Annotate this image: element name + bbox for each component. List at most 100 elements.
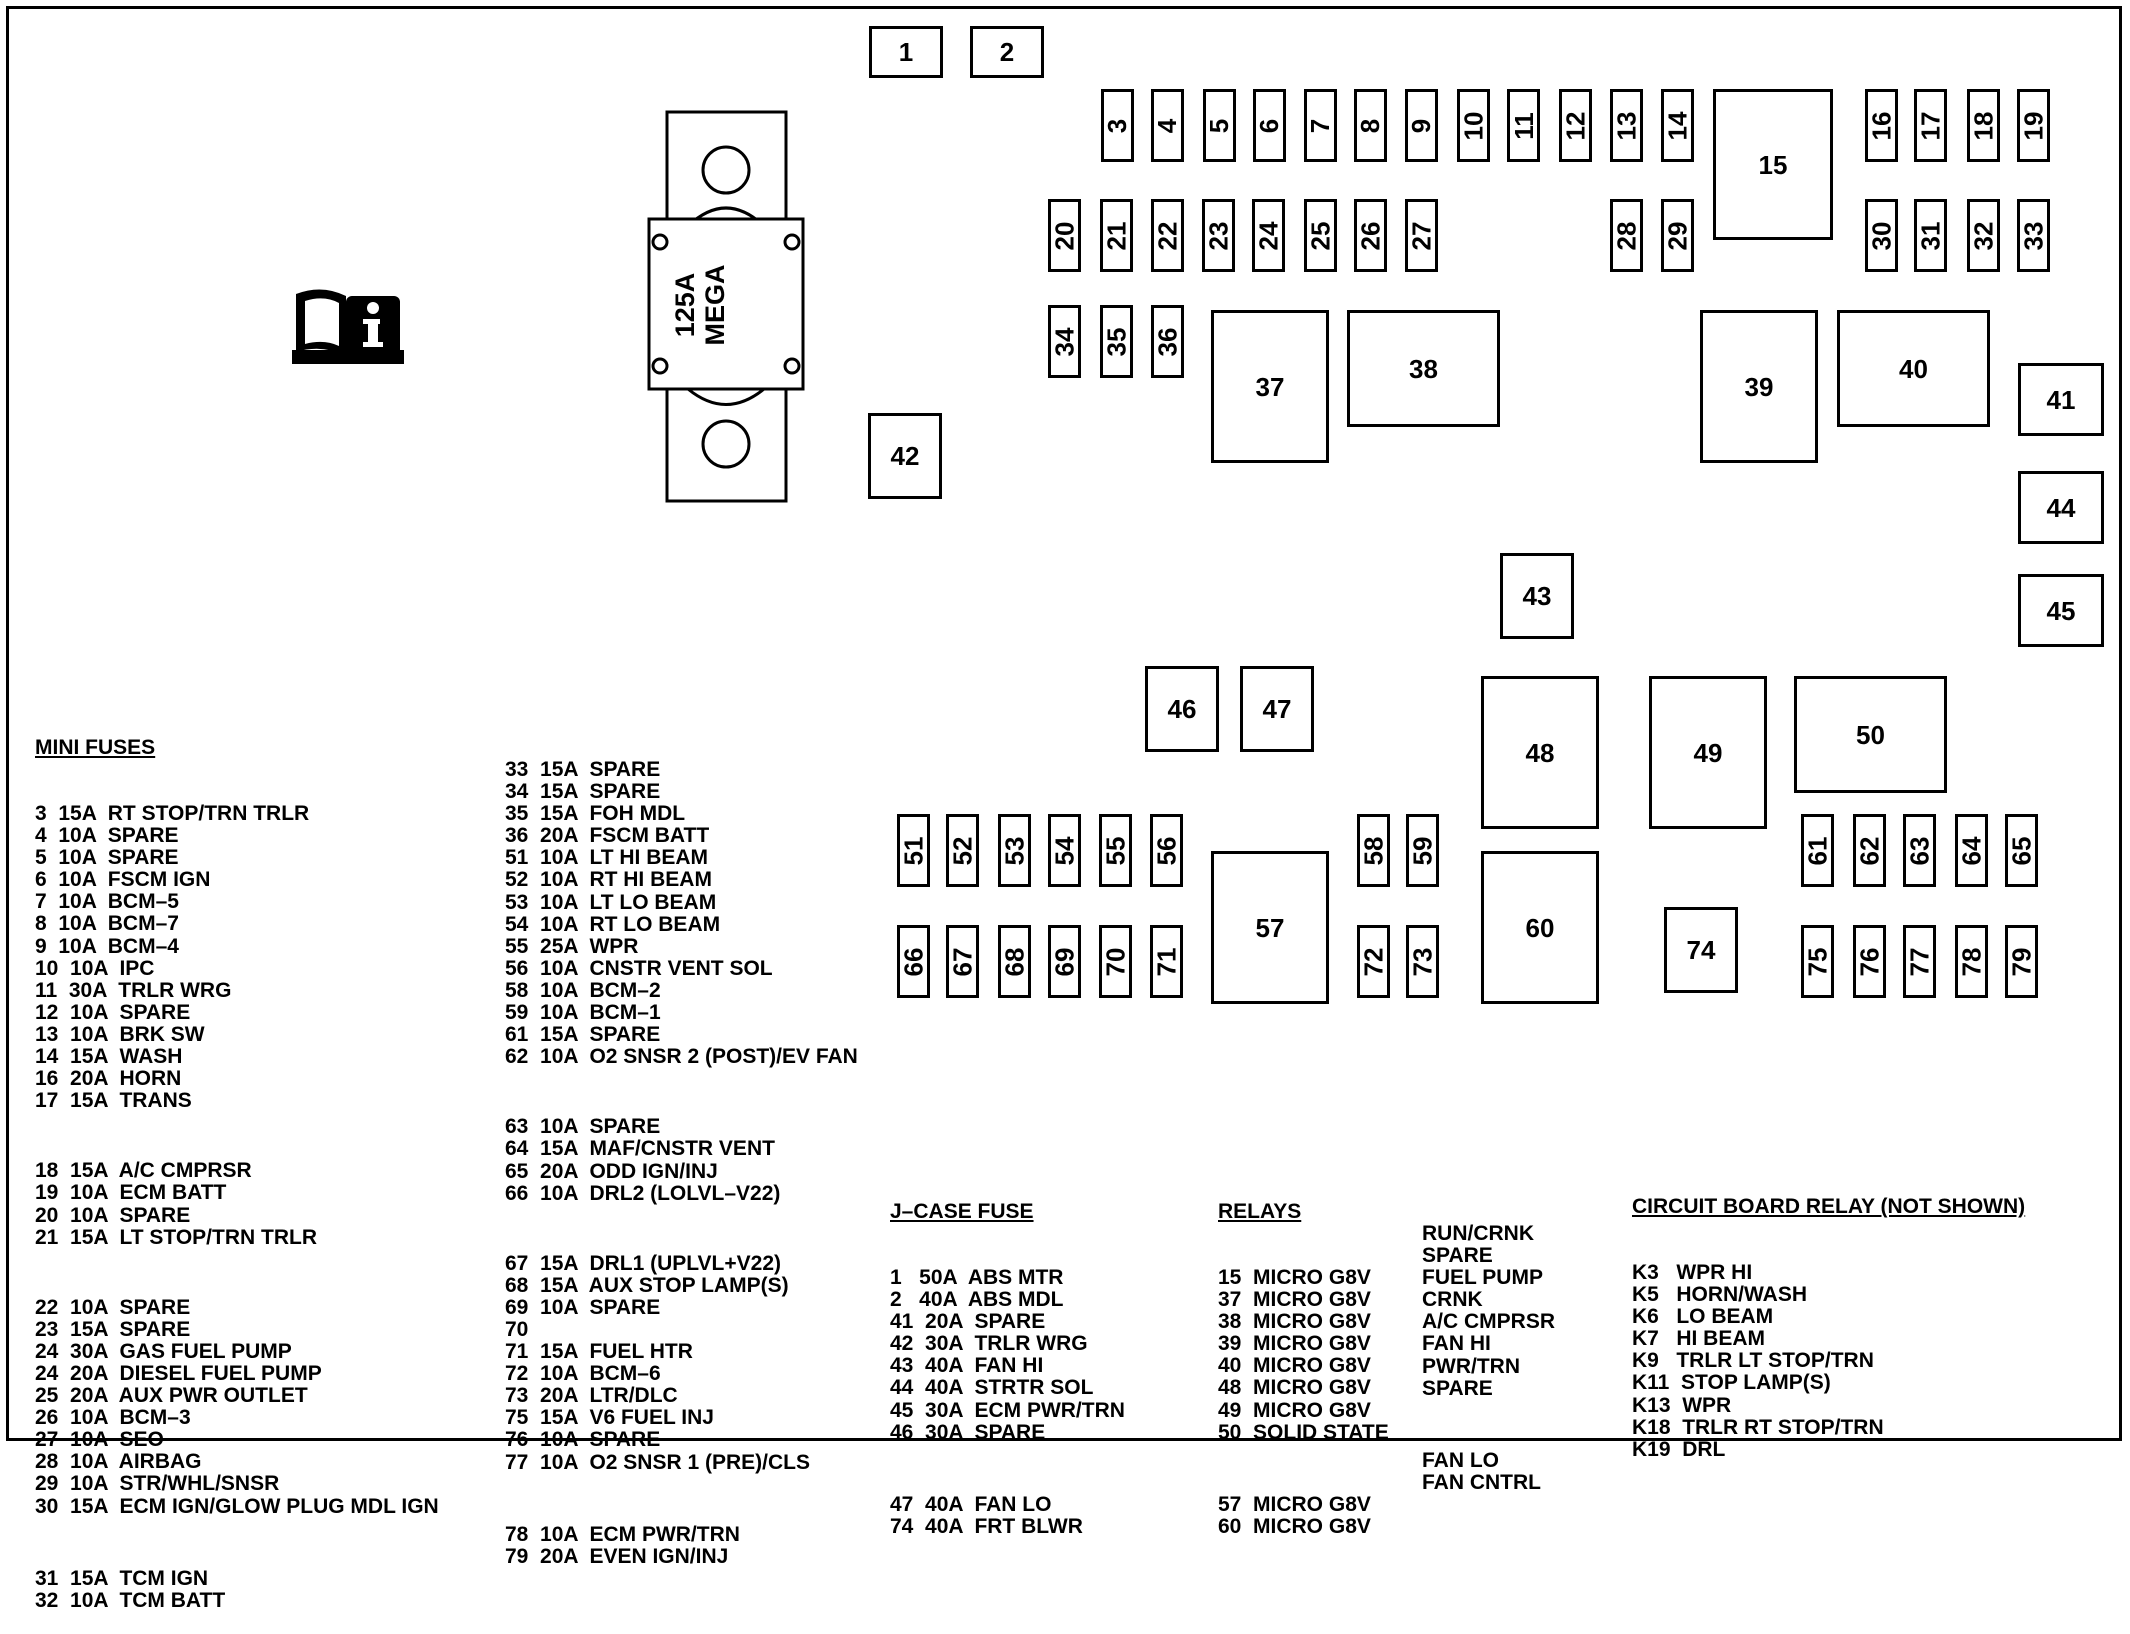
fuse-position-label: 32 [1968,221,1999,250]
legend-row: 25 20A AUX PWR OUTLET [35,1384,308,1408]
legend-row: 18 15A A/C CMPRSR [35,1159,252,1183]
fuse-position-55: 55 [1099,814,1132,887]
fuse-position-51: 51 [897,814,930,887]
legend-row: 68 15A AUX STOP LAMP(S) [505,1273,789,1297]
fuse-position-label: 35 [1101,327,1132,356]
fuse-position-label: 69 [1049,947,1080,976]
fuse-position-label: 1 [898,37,914,67]
legend-row: 49 MICRO G8V [1218,1398,1371,1422]
legend-row: 1 50A ABS MTR [890,1266,1064,1289]
fuse-position-64: 64 [1955,814,1988,887]
fuse-position-68: 68 [998,925,1031,998]
fuse-position-label: 61 [1802,836,1833,865]
fuse-position-label: 45 [2046,595,2076,626]
fuse-position-label: 58 [1358,836,1389,865]
legend-row: K9 TRLR LT STOP/TRN [1632,1349,1874,1373]
fuse-position-label: 74 [1686,935,1716,965]
fuse-position-8: 8 [1354,89,1387,162]
legend-row: 65 20A ODD IGN/INJ [505,1159,718,1183]
fuse-position-label: 36 [1152,327,1183,356]
fuse-position-label: 18 [1968,111,1999,140]
fuse-position-79: 79 [2005,925,2038,998]
fuse-position-19: 19 [2017,89,2050,162]
fuse-position-26: 26 [1354,199,1387,272]
legend-row: 57 MICRO G8V [1218,1492,1371,1516]
fuse-position-label: 63 [1904,836,1935,865]
fuse-position-12: 12 [1559,89,1592,162]
fuse-position-label: 49 [1693,737,1723,768]
fuse-position-label: 10 [1458,111,1489,140]
owner-manual-info-icon [292,289,404,364]
fuse-position-label: 4 [1152,118,1183,133]
legend-row: 14 15A WASH [35,1045,183,1069]
fuse-position-31: 31 [1914,199,1947,272]
fuse-position-47: 47 [1240,666,1314,752]
fuse-position-27: 27 [1405,199,1438,272]
legend-row: K3 WPR HI [1632,1261,1753,1284]
fuse-position-59: 59 [1406,814,1439,887]
fuse-position-label: 8 [1355,118,1386,133]
legend-row: 79 20A EVEN IGN/INJ [505,1544,729,1568]
legend-row: 60 MICRO G8V [1218,1514,1371,1538]
legend-row: CRNK [1422,1288,1483,1312]
legend-row: 72 10A BCM–6 [505,1362,661,1386]
fuse-position-label: 15 [1758,149,1788,180]
fuse-position-63: 63 [1903,814,1936,887]
fuse-position-72: 72 [1357,925,1390,998]
legend-row: 45 30A ECM PWR/TRN [890,1398,1125,1422]
legend-row: K6 LO BEAM [1632,1305,1774,1329]
legend-row: 51 10A LT HI BEAM [505,846,709,870]
legend-row: K18 TRLR RT STOP/TRN [1632,1415,1884,1439]
fuse-position-label: 39 [1744,371,1774,402]
legend-row: 30 15A ECM IGN/GLOW PLUG MDL IGN [35,1494,439,1518]
legend-row: 12 10A SPARE [35,1000,191,1024]
legend-row: K7 HI BEAM [1632,1327,1766,1351]
fuse-position-62: 62 [1853,814,1886,887]
fuse-position-30: 30 [1865,199,1898,272]
fuse-position-label: 57 [1255,912,1285,943]
fuse-position-label: 65 [2006,836,2037,865]
legend-row: 55 25A WPR [505,934,639,958]
fuse-position-56: 56 [1150,814,1183,887]
legend-row: RUN/CRNK [1422,1222,1534,1245]
fuse-position-14: 14 [1661,89,1694,162]
legend-row: PWR/TRN [1422,1354,1520,1378]
legend-row: FAN CNTRL [1422,1470,1541,1494]
legend-row: 26 10A BCM–3 [35,1406,191,1430]
fuse-position-label: 76 [1854,947,1885,976]
fuse-position-label: 44 [2046,492,2076,523]
fuse-position-label: 62 [1854,836,1885,865]
fuse-position-label: 50 [1856,719,1885,750]
legend-row: 74 40A FRT BLWR [890,1514,1083,1538]
fuse-position-46: 46 [1145,666,1219,752]
fuse-position-label: 9 [1406,118,1437,133]
legend-rows: 67 15A DRL1 (UPLVL+V22)68 15A AUX STOP L… [505,1252,858,1474]
fuse-position-label: 33 [2018,221,2049,250]
legend-row: 59 10A BCM–1 [505,1001,661,1025]
legend-row: 43 40A FAN HI [890,1354,1044,1378]
fuse-position-44: 44 [2018,471,2104,544]
fuse-position-38: 38 [1347,310,1500,427]
fuse-position-16: 16 [1865,89,1898,162]
fuse-position-label: 5 [1204,118,1235,133]
fuse-position-58: 58 [1357,814,1390,887]
legend-row: 27 10A SEO [35,1428,164,1452]
fuse-position-label: 41 [2046,384,2076,415]
legend-row: 77 10A O2 SNSR 1 (PRE)/CLS [505,1450,810,1474]
legend-row: 29 10A STR/WHL/SNSR [35,1472,280,1496]
fuse-position-label: 34 [1049,327,1080,356]
fuse-position-4: 4 [1151,89,1184,162]
legend-row: 19 10A ECM BATT [35,1181,227,1205]
fuse-position-label: 68 [999,947,1030,976]
fuse-position-label: 64 [1956,836,1987,865]
legend-row: SPARE [1422,1244,1493,1268]
